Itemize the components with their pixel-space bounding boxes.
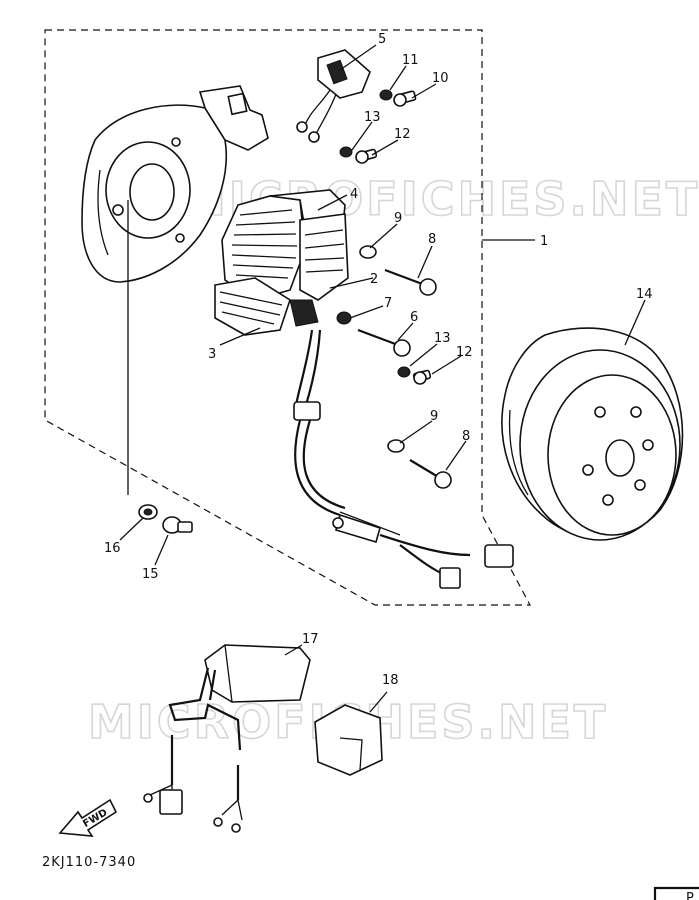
pickup-coil (296, 49, 371, 143)
callout-3: 3 (208, 347, 216, 362)
callout-5: 5 (378, 32, 386, 47)
stator-fasteners (336, 245, 452, 489)
callout-4: 4 (350, 187, 358, 202)
wiring-harness (293, 329, 514, 589)
callout-18: 18 (382, 673, 399, 688)
callout-14: 14 (636, 287, 653, 302)
assembly-boundary (44, 29, 535, 606)
pickup-coil-fasteners (339, 89, 417, 164)
corner-mark-text: P (686, 891, 695, 900)
corner-mark: P (653, 886, 699, 900)
cdi-bracket (314, 704, 383, 776)
callout-10: 10 (432, 71, 449, 86)
callout-9-top: 9 (394, 211, 402, 226)
callout-16: 16 (104, 541, 121, 556)
callout-12-mid: 12 (456, 345, 473, 360)
stator-base-plate (81, 85, 269, 283)
callout-8-top: 8 (428, 232, 436, 247)
flywheel-rotor (501, 327, 684, 541)
callout-13-mid: 13 (434, 331, 451, 346)
stator-coils (214, 189, 349, 336)
base-plate-fasteners (127, 200, 193, 534)
cdi-unit (143, 644, 311, 833)
callout-11: 11 (402, 53, 419, 68)
leader-lines (119, 44, 646, 713)
callout-8-low: 8 (462, 429, 470, 444)
callout-7: 7 (384, 296, 392, 311)
callout-9-low: 9 (430, 409, 438, 424)
callout-17: 17 (302, 632, 319, 647)
callout-13-top: 13 (364, 110, 381, 125)
callout-12-top: 12 (394, 127, 411, 142)
callout-6: 6 (410, 310, 418, 325)
callout-1: 1 (540, 234, 548, 249)
callout-2: 2 (370, 272, 378, 287)
fwd-arrow-icon: FWD (58, 798, 118, 837)
diagram-code: 2KJ110-7340 (42, 855, 136, 870)
callout-15: 15 (142, 567, 159, 582)
